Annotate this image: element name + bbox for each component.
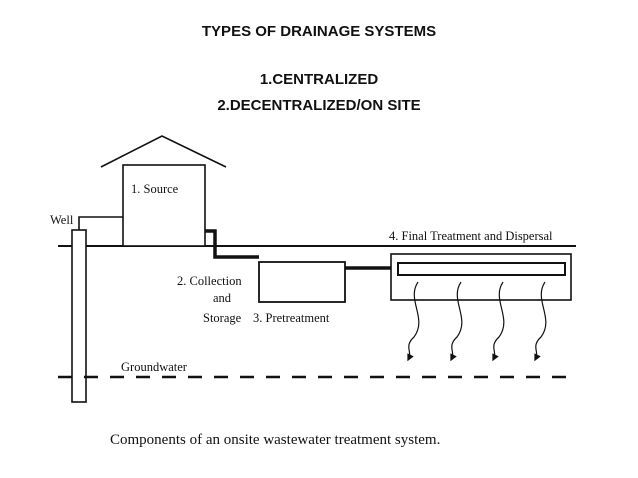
list-item-centralized: 1.CENTRALIZED (259, 71, 379, 88)
final-treatment-label: 4. Final Treatment and Dispersal (389, 229, 553, 243)
source-label: 1. Source (131, 182, 179, 196)
groundwater-label: Groundwater (121, 360, 188, 374)
list-item-decentralized: 2.DECENTRALIZED/ON SITE (217, 97, 421, 114)
diagram-caption: Components of an onsite wastewater treat… (110, 432, 440, 448)
collection-label-line3: Storage (203, 311, 242, 325)
dispersal-field (390, 253, 572, 301)
well-label: Well (50, 213, 74, 227)
collection-tank (258, 261, 346, 303)
pretreatment-label: 3. Pretreatment (253, 311, 330, 325)
house-icon (100, 135, 227, 247)
well-icon (71, 216, 123, 403)
collection-label-line1: 2. Collection (177, 274, 242, 288)
infiltration-arrows (407, 281, 547, 362)
collection-label-line2: and (213, 291, 232, 305)
drain-pipe (205, 229, 259, 259)
slide-title: TYPES OF DRAINAGE SYSTEMS (201, 23, 437, 40)
